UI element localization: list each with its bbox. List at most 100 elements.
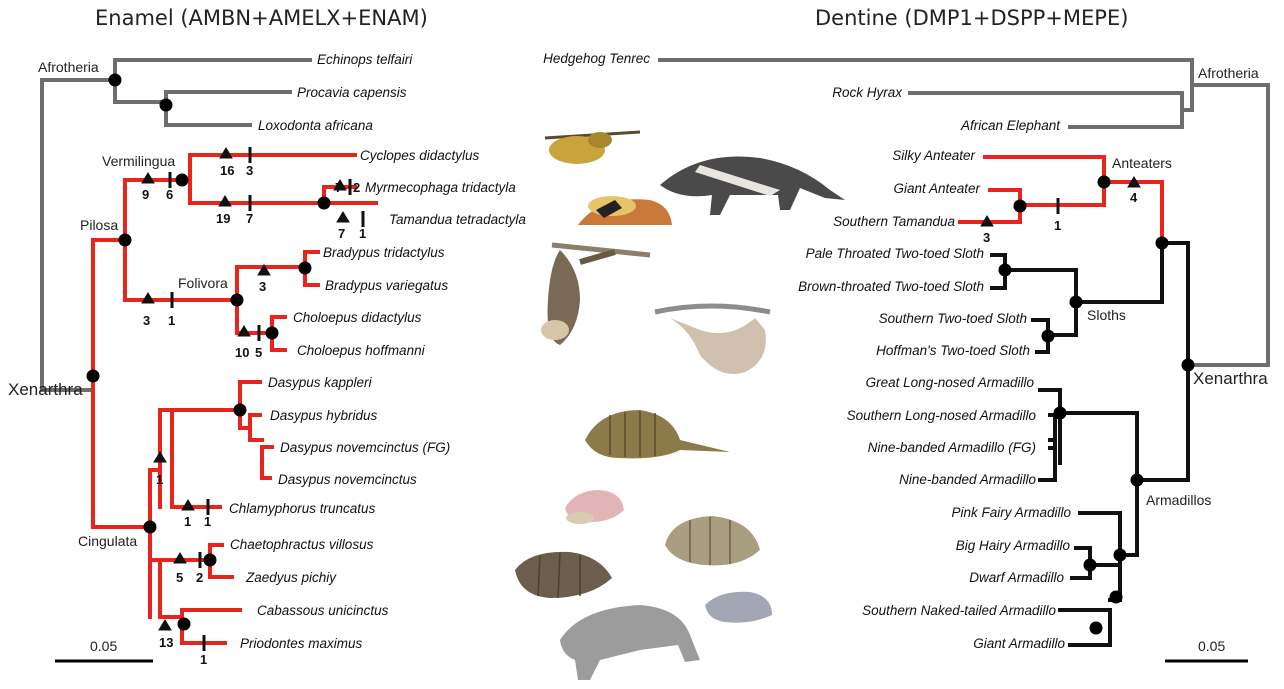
species-label: Southern Naked-tailed Armadillo	[862, 603, 1056, 618]
node-dot	[1098, 176, 1111, 189]
species-label: Nine-banded Armadillo	[899, 472, 1036, 487]
mark-label: 1	[359, 226, 366, 241]
naked-tailed-armadillo-image	[705, 592, 772, 623]
node-dot	[999, 264, 1012, 277]
mark-label: 6	[166, 187, 173, 202]
species-label: Bradypus tridactylus	[323, 245, 445, 260]
mark-label: 9	[142, 187, 149, 202]
mark-label: 3	[246, 163, 253, 178]
clade-label-xenarthra: Xenarthra	[8, 380, 83, 399]
node-dot	[87, 370, 100, 383]
node-dot	[318, 197, 331, 210]
species-label: Dasypus kappleri	[268, 375, 373, 390]
species-label: Southern Two-toed Sloth	[879, 311, 1027, 326]
species-label: Dwarf Armadillo	[969, 570, 1064, 585]
mark-label: 1	[184, 514, 191, 529]
clade-label-pilosa: Pilosa	[80, 217, 118, 233]
left-scale-bar: 0.05	[55, 638, 153, 661]
species-label: African Elephant	[960, 118, 1061, 133]
hairy-armadillo-image	[665, 516, 760, 565]
node-dot	[1110, 591, 1123, 604]
mark-label: 5	[255, 345, 262, 360]
node-dot	[204, 554, 217, 567]
mark-label: 19	[216, 211, 230, 226]
node-dot	[299, 262, 312, 275]
mark-label: 7	[246, 211, 253, 226]
three-toed-sloth-image	[541, 245, 650, 345]
species-label: Dasypus novemcinctus (FG)	[280, 440, 450, 455]
tamandua-image	[578, 196, 672, 225]
species-label: Giant Armadillo	[973, 636, 1065, 651]
species-label: Echinops telfairi	[317, 52, 413, 67]
species-label: Procavia capensis	[297, 85, 407, 100]
clade-label-cingulata: Cingulata	[78, 533, 137, 549]
species-label: Rock Hyrax	[832, 85, 903, 100]
species-label: Hedgehog Tenrec	[543, 51, 650, 66]
clade-label-xenarthra: Xenarthra	[1193, 369, 1268, 388]
node-dot	[1054, 407, 1067, 420]
species-label: Southern Long-nosed Armadillo	[847, 408, 1037, 423]
triangle-mark	[159, 620, 171, 630]
pink-fairy-armadillo-image	[565, 490, 624, 524]
node-dot	[231, 294, 244, 307]
node-dot	[178, 618, 191, 631]
silky-anteater-image	[545, 132, 640, 164]
species-label: Dasypus novemcinctus	[278, 472, 417, 487]
node-dot	[1156, 237, 1169, 250]
right-clade-labels: Afrotheria Anteaters Sloths Armadillos X…	[1087, 65, 1268, 508]
triangle-mark	[154, 452, 166, 462]
clade-label-vermilingua: Vermilingua	[102, 153, 175, 169]
mark-label: 4	[1130, 190, 1138, 205]
mark-label: 1	[156, 472, 163, 487]
species-label: Southern Tamandua	[833, 214, 955, 229]
species-label: Cabassous unicinctus	[257, 603, 389, 618]
mark-label: 10	[235, 345, 249, 360]
giant-anteater-image	[660, 157, 845, 215]
node-dot	[160, 99, 173, 112]
species-label: Giant Anteater	[893, 181, 980, 196]
node-dot	[1070, 296, 1083, 309]
node-dot	[1090, 622, 1103, 635]
species-label: Hoffman's Two-toed Sloth	[876, 343, 1030, 358]
species-label: Choloepus didactylus	[293, 310, 422, 325]
scale-bar-label: 0.05	[1198, 638, 1225, 654]
triangle-mark	[337, 212, 349, 222]
animal-images	[515, 132, 845, 680]
clade-label-armadillos: Armadillos	[1146, 492, 1211, 508]
node-dot	[109, 74, 122, 87]
mark-label: 5	[176, 570, 183, 585]
scale-bar-label: 0.05	[90, 638, 117, 654]
dwarf-armadillo-image	[515, 552, 612, 598]
mark-label: 3	[259, 279, 266, 294]
species-label: Tamandua tetradactyla	[389, 212, 526, 227]
species-label: Cyclopes didactylus	[360, 148, 480, 163]
mark-label: 7	[338, 226, 345, 241]
species-label: Great Long-nosed Armadillo	[866, 375, 1035, 390]
species-label: Priodontes maximus	[240, 636, 363, 651]
mark-label: 1	[204, 514, 211, 529]
mark-label: 1	[200, 652, 207, 667]
species-label: Pale Throated Two-toed Sloth	[806, 246, 984, 261]
mark-label: 3	[983, 230, 990, 245]
species-label: Nine-banded Armadillo (FG)	[868, 440, 1036, 455]
species-label: Brown-throated Two-toed Sloth	[798, 279, 984, 294]
right-scale-bar: 0.05	[1165, 638, 1248, 661]
clade-label-afrotheria: Afrotheria	[38, 59, 99, 75]
species-label: Chaetophractus villosus	[230, 537, 374, 552]
node-dot	[119, 234, 132, 247]
node-dot	[144, 521, 157, 534]
node-dot	[1131, 474, 1144, 487]
node-dot	[266, 327, 279, 340]
species-label: Zaedyus pichiy	[245, 570, 337, 585]
species-label: Loxodonta africana	[258, 118, 373, 133]
node-dot	[1014, 200, 1027, 213]
species-label: Dasypus hybridus	[270, 408, 378, 423]
node-dot	[1042, 330, 1055, 343]
node-dot	[1114, 549, 1127, 562]
node-dot	[234, 404, 247, 417]
node-dot	[1084, 559, 1097, 572]
species-label: Choloepus hoffmanni	[297, 343, 426, 358]
mark-label: 3	[143, 313, 150, 328]
species-label: Pink Fairy Armadillo	[951, 505, 1071, 520]
nine-banded-armadillo-image	[585, 410, 730, 458]
